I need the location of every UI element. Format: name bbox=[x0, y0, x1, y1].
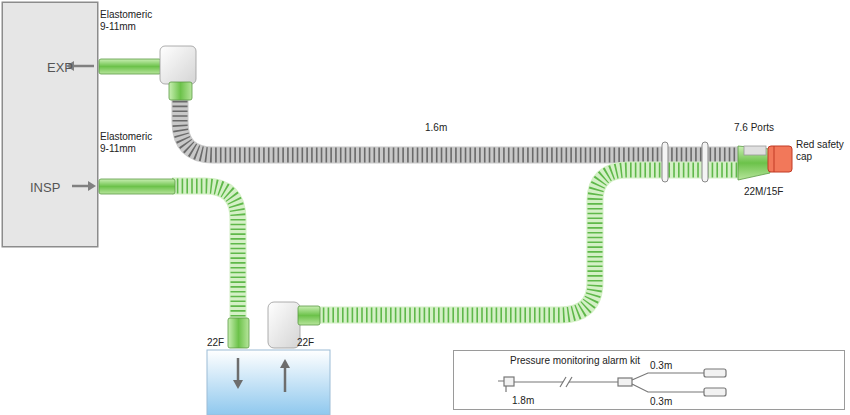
monitoring-line bbox=[498, 369, 726, 396]
humidifier-arrows bbox=[233, 358, 290, 392]
connector-spec: Elastomeric 9-11mm bbox=[100, 131, 162, 154]
flow-arrows bbox=[66, 61, 96, 191]
length-label: 0.3m bbox=[650, 360, 672, 372]
ventilator: EXP INSP bbox=[2, 2, 98, 247]
port-label: 7.6 Ports bbox=[734, 122, 774, 134]
connector-size: 22M/15F bbox=[744, 186, 783, 198]
inspiratory-tube bbox=[172, 170, 742, 320]
node-text: INSP bbox=[30, 181, 60, 196]
node-heading: Pressure monitoring alarm kit bbox=[510, 355, 640, 367]
safety-cap-rib bbox=[774, 146, 775, 172]
length-label: 1.6m bbox=[425, 122, 447, 134]
node-heading: EXP bbox=[47, 61, 73, 76]
connector-size: 22F bbox=[207, 337, 224, 349]
length-label: 0.3m bbox=[650, 396, 672, 408]
cap-label: Red safety cap bbox=[796, 139, 846, 162]
tube-clips bbox=[662, 142, 708, 182]
monitoring-kit-box: Pressure monitoring alarm kit bbox=[453, 350, 845, 410]
humidifier-chamber bbox=[207, 350, 330, 415]
connector-size: 22F bbox=[297, 337, 314, 349]
safety-cap bbox=[768, 146, 792, 172]
ventilator-body bbox=[2, 2, 98, 247]
length-label: 1.8m bbox=[512, 395, 534, 407]
connector-spec: Elastomeric 9-11mm bbox=[100, 9, 162, 32]
tube-fittings bbox=[99, 46, 770, 348]
expiratory-tube bbox=[180, 96, 742, 155]
